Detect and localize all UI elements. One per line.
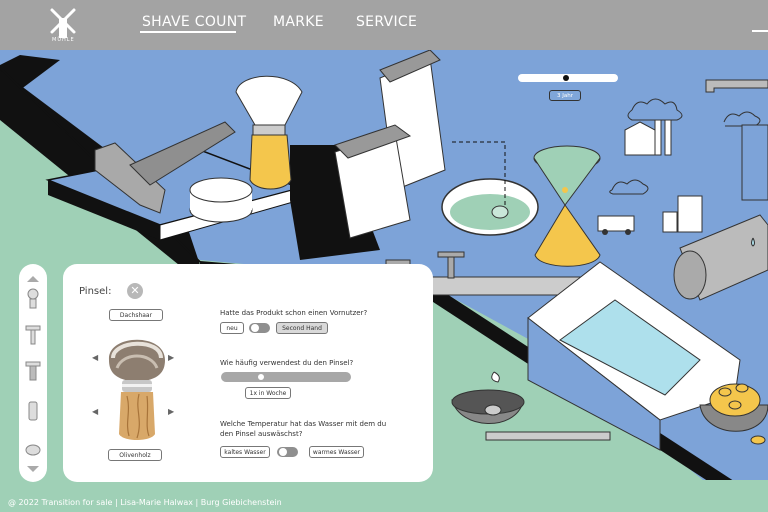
handle-next-arrow-icon[interactable]: ▶	[168, 407, 175, 416]
chevron-up-icon[interactable]	[23, 268, 43, 290]
panel-title: Pinsel:	[79, 286, 112, 297]
hourglass-illustration	[533, 145, 601, 267]
nav-marke[interactable]: MARKE	[273, 14, 324, 30]
handle-option[interactable]: Olivenholz	[108, 449, 162, 461]
time-slider-knob[interactable]	[563, 75, 570, 81]
razor-illustration	[94, 121, 236, 214]
menu-icon[interactable]	[752, 30, 768, 32]
option-second-hand[interactable]: Second Hand	[276, 322, 328, 334]
temperature-toggle[interactable]	[277, 447, 298, 457]
question-usage-frequency: Wie häufig verwendest du den Pinsel?	[220, 359, 354, 367]
brush-illustration	[235, 75, 303, 190]
chevron-down-icon[interactable]	[23, 458, 43, 480]
coin-bowl-illustration	[699, 383, 768, 445]
nav-service[interactable]: SERVICE	[356, 14, 418, 30]
time-slider-label: 3 Jahr	[549, 90, 581, 101]
water-basin	[527, 261, 741, 451]
frequency-value: 1x in Woche	[245, 387, 291, 399]
option-new[interactable]: neu	[220, 322, 244, 334]
blade-icon[interactable]	[23, 360, 43, 382]
factory-illustration	[609, 98, 761, 233]
product-config-panel: Pinsel: ✕ Dachshaar ◀ ▶ ◀ ▶ Olivenholz H…	[63, 264, 433, 482]
soap-illustration	[189, 177, 253, 223]
machine-illustration	[673, 124, 768, 301]
brush-product-image	[108, 339, 165, 440]
product-toolbar	[19, 264, 47, 482]
soap-tube-icon[interactable]	[23, 400, 43, 422]
top-navbar: MÜHLE SHAVE COUNT MARKE SERVICE	[0, 0, 768, 50]
soap-bowl-icon[interactable]	[23, 438, 43, 460]
frequency-slider-knob[interactable]	[258, 374, 265, 380]
frequency-slider[interactable]	[221, 372, 351, 382]
blade-stacks	[334, 49, 446, 239]
soap-bowl-illustration	[451, 371, 611, 441]
close-button[interactable]: ✕	[127, 283, 143, 299]
razor-icon[interactable]	[23, 324, 43, 346]
logo-text: MÜHLE	[52, 37, 75, 43]
handle-prev-arrow-icon[interactable]: ◀	[92, 407, 99, 416]
condition-toggle[interactable]	[249, 323, 270, 333]
active-nav-underline	[140, 31, 236, 33]
nav-shave-count[interactable]: SHAVE COUNT	[142, 14, 247, 30]
hair-option[interactable]: Dachshaar	[109, 309, 163, 321]
time-slider[interactable]	[518, 74, 618, 82]
brush-icon[interactable]	[23, 288, 43, 310]
question-water-temperature: Welche Temperatur hat das Wasser mit dem…	[220, 420, 387, 438]
hair-prev-arrow-icon[interactable]: ◀	[92, 353, 99, 362]
windmill-logo-icon[interactable]	[44, 4, 82, 44]
footer-credits: @ 2022 Transition for sale | Lisa-Marie …	[8, 498, 282, 507]
option-warm-water[interactable]: warmes Wasser	[309, 446, 364, 458]
option-cold-water[interactable]: kaltes Wasser	[220, 446, 270, 458]
question-previous-owner: Hatte das Produkt schon einen Vornutzer?	[220, 309, 368, 317]
hair-next-arrow-icon[interactable]: ▶	[168, 353, 175, 362]
